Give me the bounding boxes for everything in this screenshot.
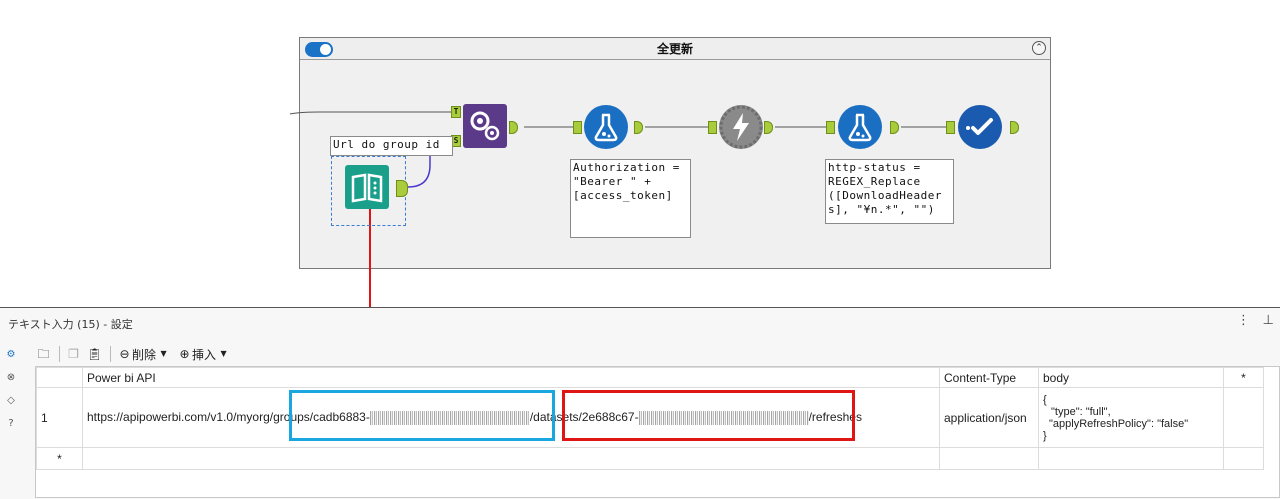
cell-extra[interactable] [1223,387,1264,448]
folder-icon: 🗀 [37,347,50,361]
formula2-input-anchor[interactable] [826,121,835,134]
toolbar-separator [59,346,60,362]
flask-icon [594,113,618,142]
table-toolbar: 🗀 ❐ 📋︎ ⊖ 削除 ▼ ⊕ 挿入 ▼ [36,344,237,364]
open-folder-button[interactable]: 🗀 [36,347,51,361]
chevron-down-icon: ▼ [160,349,167,358]
tag-icon[interactable]: ◇ [7,395,15,406]
body-line-1: { [1043,393,1047,406]
check-icon [966,118,993,135]
column-header-body[interactable]: body [1038,367,1224,388]
pin-icon[interactable]: ⊥ [1262,313,1274,328]
collapse-icon[interactable]: ⌃ [1032,41,1046,55]
redacted-dataset-id [638,410,809,425]
container-enable-toggle[interactable] [305,42,333,57]
plus-circle-icon: ⊕ [179,347,190,361]
gear-icon[interactable]: ⚙ [6,349,16,360]
formula-tool-2[interactable] [838,105,882,149]
container-title: 全更新 [656,42,693,56]
body-line-4: } [1043,429,1047,442]
new-row[interactable]: * [36,447,1264,470]
cell-api-url[interactable]: https://apipowerbi.com/v1.0/myorg/groups… [82,387,940,448]
macro-output-anchor[interactable] [509,121,518,134]
groups-id-highlight [289,390,555,441]
row-header-corner [36,367,83,388]
test-output-anchor[interactable] [1010,121,1019,134]
anchor-t[interactable]: T [451,106,461,118]
clipboard-icon: 📋︎ [87,347,103,361]
delete-button[interactable]: ⊖ 削除 ▼ [117,346,171,363]
formula1-output-anchor[interactable] [634,121,643,134]
row-index: 1 [36,387,83,448]
insert-button[interactable]: ⊕ 挿入 ▼ [177,346,231,363]
input-annotation: Url do group id [330,136,453,156]
formula2-output-anchor[interactable] [890,121,899,134]
text-input-output-anchor[interactable] [396,180,408,197]
data-grid[interactable]: Power bi API Content-Type body * 1 https… [35,366,1280,498]
minus-circle-icon: ⊖ [119,347,130,361]
new-cell[interactable] [939,447,1039,470]
container-header: 全更新 ⌃ [300,38,1050,60]
download-input-anchor[interactable] [708,121,717,134]
panel-menu-icon[interactable]: ⋮ [1237,313,1250,328]
text-input-tool[interactable] [345,165,389,209]
copy-button[interactable]: ❐ [66,347,81,361]
cell-content-type[interactable]: application/json [939,387,1039,448]
url-end: /refreshes [808,410,862,425]
copy-icon: ❐ [68,347,79,361]
new-row-marker: * [36,447,83,470]
url-groups: groups/cadb6883- [273,410,370,425]
test-tool[interactable] [958,105,1002,149]
formula-tool-1[interactable] [584,105,628,149]
config-panel: テキスト入力 (15) - 設定 ⋮ ⊥ ⚙ ⊗ ◇ ? 🗀 ❐ 📋︎ ⊖ 削除… [0,307,1280,499]
body-line-3: "applyRefreshPolicy": "false" [1049,417,1189,430]
formula1-input-anchor[interactable] [573,121,582,134]
connection-icon[interactable]: ⊗ [6,372,16,383]
datasets-id-highlight [562,390,855,441]
gears-icon [470,111,500,141]
formula2-annotation: http-status = REGEX_Replace ([DownloadHe… [825,159,954,224]
text-input-table: Power bi API Content-Type body * 1 https… [36,367,1264,470]
new-cell[interactable] [1223,447,1264,470]
body-line-2: "type": "full", [1051,405,1111,418]
chevron-down-icon: ▼ [220,349,227,358]
url-datasets: /datasets/2e688c67- [529,410,639,425]
new-cell[interactable] [1038,447,1224,470]
cell-body[interactable]: { "type": "full", "applyRefreshPolicy": … [1038,387,1224,448]
paste-button[interactable]: 📋︎ [87,347,102,361]
column-header-power-bi-api[interactable]: Power bi API [82,367,940,388]
table-row[interactable]: 1 https://apipowerbi.com/v1.0/myorg/grou… [36,387,1264,448]
formula1-annotation: Authorization = "Bearer " + [access_toke… [570,159,691,238]
column-header-content-type[interactable]: Content-Type [939,367,1039,388]
url-start: https://apipowerbi.com/v1.0/myorg/ [87,410,274,425]
toolbar-separator [110,346,111,362]
help-icon[interactable]: ? [8,418,14,429]
output-input-anchor[interactable] [946,121,955,134]
panel-side-tabs: ⚙ ⊗ ◇ ? [4,348,20,440]
redacted-group-id [369,410,530,425]
column-header-add[interactable]: * [1223,367,1264,388]
header-row: Power bi API Content-Type body * [36,367,1264,388]
flask-icon [848,113,872,142]
download-output-anchor[interactable] [764,121,773,134]
new-cell[interactable] [82,447,940,470]
book-icon [351,173,383,203]
macro-tool[interactable] [463,104,507,148]
delete-label: 削除 [132,347,157,362]
insert-label: 挿入 [192,347,217,362]
panel-title: テキスト入力 (15) - 設定 [8,318,133,331]
download-tool[interactable] [719,105,763,149]
lightning-icon [719,105,763,149]
